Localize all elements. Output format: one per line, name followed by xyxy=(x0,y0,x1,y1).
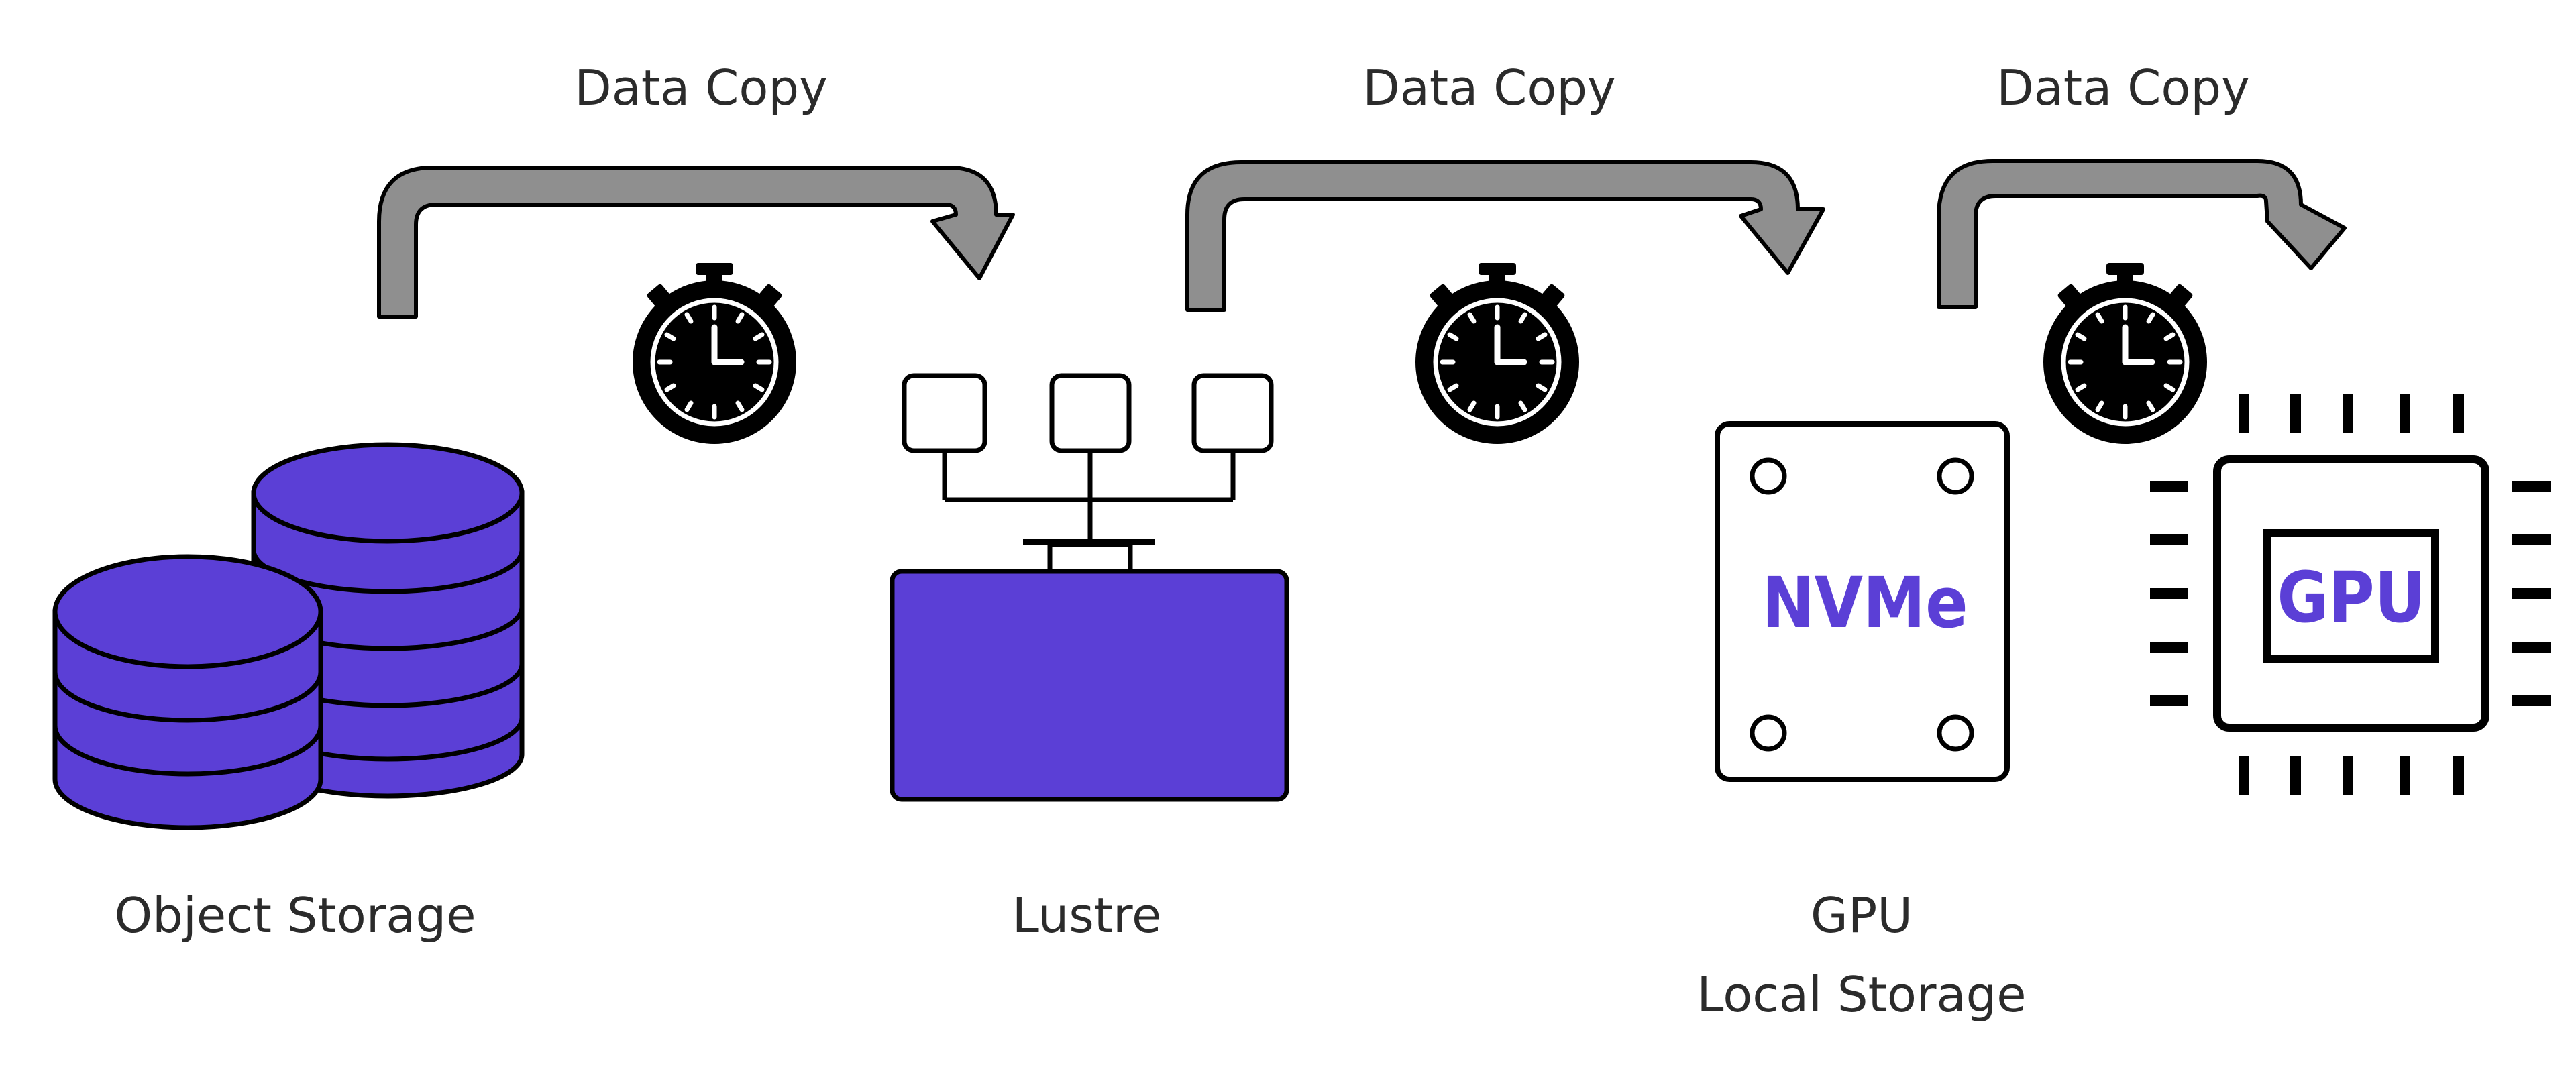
stopwatch-icon xyxy=(1415,263,1579,444)
copy-label-2: Data Copy xyxy=(1362,60,1615,116)
lustre-label: Lustre xyxy=(1012,887,1162,944)
nvme-badge: NVMe xyxy=(1762,562,1968,644)
gpu-badge: GPU xyxy=(2277,557,2425,638)
copy-arrow-3 xyxy=(1937,159,2347,309)
lustre-filesystem-icon xyxy=(890,373,1289,802)
stopwatch-icon xyxy=(633,263,796,444)
gpu-local-storage-label-line2: Local Storage xyxy=(1697,966,2026,1023)
nvme-drive-icon: NVMe xyxy=(1715,421,2010,782)
copy-label-3: Data Copy xyxy=(1996,60,2249,116)
copy-arrow-2 xyxy=(1185,160,1825,312)
gpu-chip-icon: GPU xyxy=(2150,394,2551,795)
gpu-local-storage-label-line1: GPU xyxy=(1811,887,1913,944)
copy-label-1: Data Copy xyxy=(574,60,827,116)
stopwatch-icon xyxy=(2043,263,2207,444)
copy-arrow-1 xyxy=(377,166,1015,319)
object-storage-label: Object Storage xyxy=(114,887,476,944)
database-stack-icon xyxy=(52,442,525,830)
